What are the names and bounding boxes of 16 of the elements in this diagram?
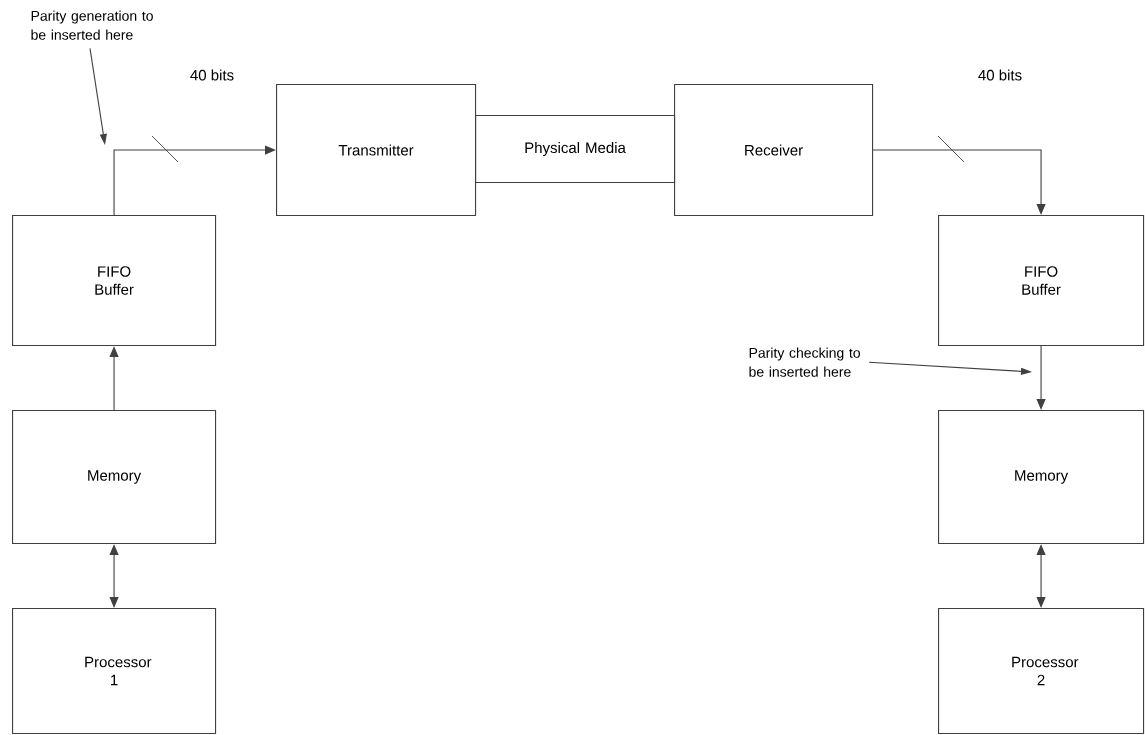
block-box: FIFO Buffer	[12, 215, 217, 347]
transmission-band: Physical Media	[475, 115, 676, 184]
block-box: FIFO Buffer	[938, 215, 1145, 347]
arrow	[872, 149, 1046, 215]
block-box: Receiver	[674, 84, 874, 217]
block-box: Memory	[12, 410, 217, 545]
block-box: Transmitter	[276, 84, 477, 217]
edge-label: 40 bits	[978, 69, 1022, 81]
arrow	[113, 145, 276, 216]
block-box: Memory	[938, 410, 1145, 545]
annotation-text: Parity checking to be inserted here	[749, 347, 860, 377]
annotation-text: Parity generation to be inserted here	[31, 10, 153, 40]
block-box: Processor 1	[12, 608, 217, 735]
arrow	[1036, 345, 1046, 410]
edge-label: 40 bits	[190, 69, 234, 81]
block-box: Processor 2	[938, 608, 1145, 735]
